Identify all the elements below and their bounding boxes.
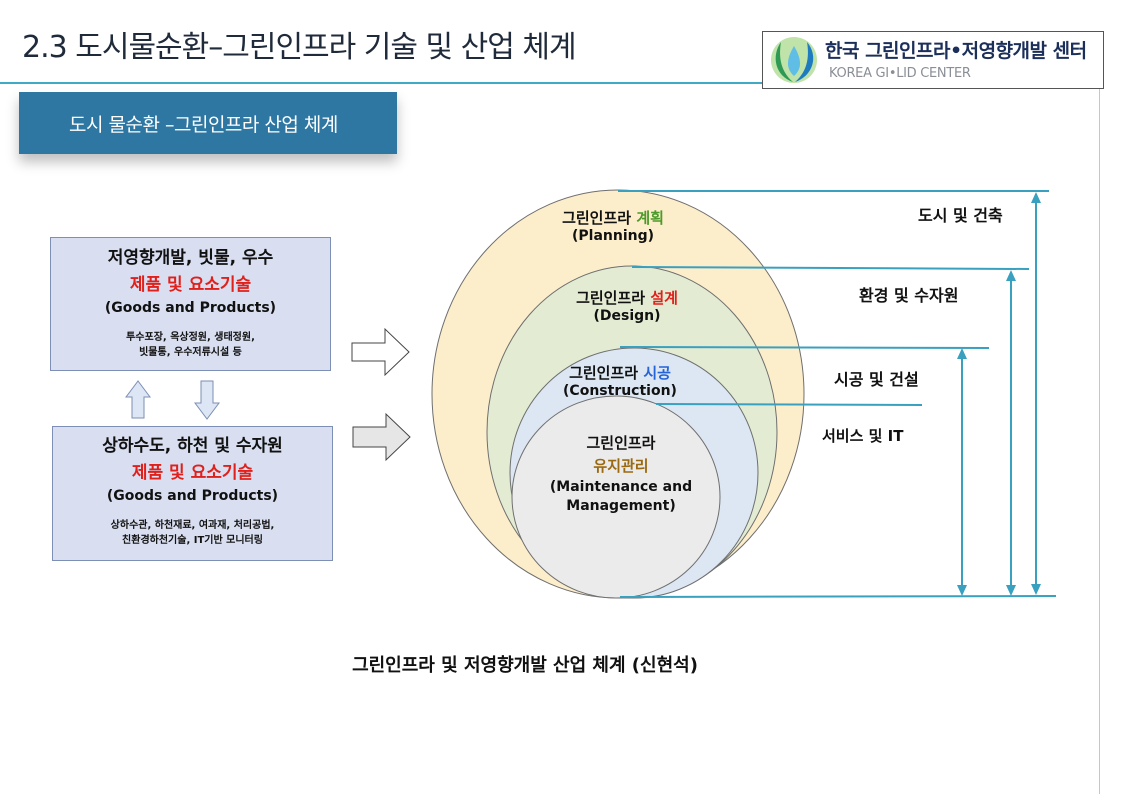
scope-line-design	[631, 266, 1030, 270]
goods-box-subtitle: 제품 및 요소기술	[131, 463, 254, 483]
stage-english: (Maintenance and	[549, 479, 693, 495]
stage-keyword: 설계	[650, 289, 678, 307]
arrowhead-icon	[1031, 192, 1041, 203]
logo-name: 한국 그린인프라•저영향개발 센터	[825, 40, 1087, 62]
water-drop-logo-icon	[771, 37, 817, 83]
stage-keyword: 시공	[643, 364, 671, 382]
stage-english: (Design)	[593, 308, 661, 324]
goods-box-detail: 친환경하천기술, IT기반 모니터링	[122, 535, 263, 546]
stage-prefix: 그린인프라	[562, 209, 637, 227]
goods-box-lid: 저영향개발, 빗물, 우수 제품 및 요소기술 (Goods and Produ…	[50, 237, 331, 371]
stage-english: (Planning)	[571, 228, 655, 244]
stage-prefix: 그린인프라	[586, 434, 656, 452]
scope-line-service	[655, 403, 923, 406]
goods-box-detail: 투수포장, 옥상정원, 생태정원,	[126, 332, 255, 343]
arrowhead-icon	[1006, 270, 1016, 281]
arrow-down-icon	[194, 380, 220, 420]
right-border	[1099, 84, 1100, 794]
logo: 한국 그린인프라•저영향개발 센터 KOREA GI•LID CENTER	[762, 31, 1104, 89]
goods-box-detail: 빗물통, 우수저류시설 등	[139, 347, 242, 358]
stage-english: (Construction)	[563, 383, 677, 399]
planning-label: 그린인프라 계획 (Planning)	[523, 207, 703, 244]
goods-box-title: 저영향개발, 빗물, 우수	[107, 248, 274, 268]
stage-english: Management)	[566, 498, 676, 514]
stage-prefix: 그린인프라	[576, 289, 651, 307]
arrow-right-icon	[352, 412, 411, 462]
category-construction: 시공 및 건설	[834, 370, 919, 389]
construction-label: 그린인프라 시공 (Construction)	[530, 362, 710, 399]
category-environment: 환경 및 수자원	[859, 286, 959, 305]
arrow-right-icon	[351, 327, 410, 377]
arrowhead-icon	[1031, 584, 1041, 595]
arrow-up-icon	[125, 380, 151, 419]
goods-box-detail: 상하수관, 하천재료, 여과재, 처리공법,	[110, 520, 275, 531]
scope-line-bottom	[619, 595, 1057, 598]
goods-box-title: 상하수도, 하천 및 수자원	[102, 436, 283, 456]
arrowhead-icon	[957, 348, 967, 359]
goods-box-english: (Goods and Products)	[106, 488, 279, 504]
page-title: 2.3 도시물순환–그린인프라 기술 및 산업 체계	[22, 30, 577, 65]
goods-box-subtitle: 제품 및 요소기술	[129, 275, 252, 295]
stage-keyword: 계획	[636, 209, 664, 227]
stage-prefix: 그린인프라	[569, 364, 644, 382]
design-label: 그린인프라 설계 (Design)	[537, 287, 717, 324]
title-divider	[0, 82, 1100, 84]
section-label: 도시 물순환 –그린인프라 산업 체계	[19, 92, 397, 154]
scope-line-construction	[619, 346, 990, 349]
logo-subtitle: KOREA GI•LID CENTER	[829, 66, 971, 81]
goods-box-english: (Goods and Products)	[104, 300, 277, 316]
stage-keyword: 유지관리	[593, 457, 649, 475]
maintenance-circle	[511, 395, 721, 599]
maintenance-label: 그린인프라 유지관리 (Maintenance and Management)	[526, 432, 716, 514]
category-urban: 도시 및 건축	[918, 206, 1003, 225]
figure-caption: 그린인프라 및 저영향개발 산업 체계 (신현석)	[352, 655, 698, 676]
goods-box-water: 상하수도, 하천 및 수자원 제품 및 요소기술 (Goods and Prod…	[52, 426, 333, 561]
category-service: 서비스 및 IT	[822, 427, 904, 445]
arrowhead-icon	[1006, 585, 1016, 596]
arrowhead-icon	[957, 585, 967, 596]
